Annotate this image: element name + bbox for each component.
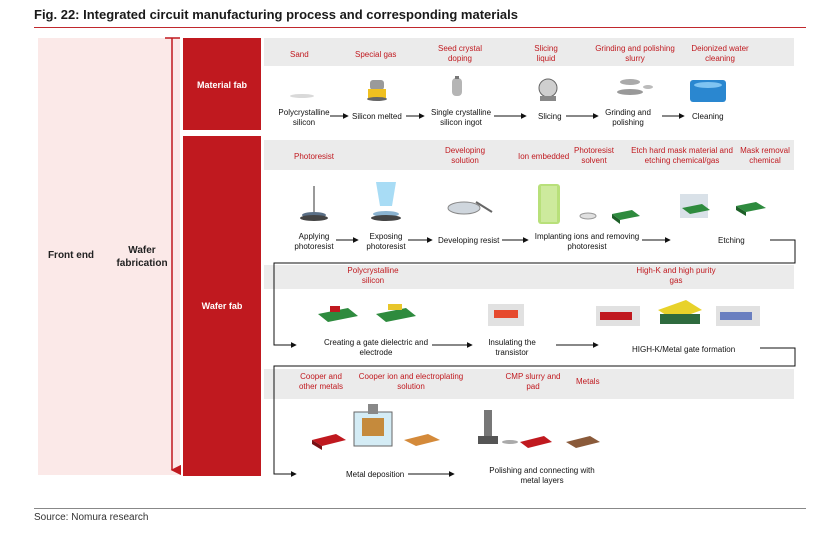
polished-layer-icon-1 (520, 436, 552, 448)
wafer-fab-label: Wafer fab (201, 301, 243, 311)
material-mask-removal: Mask removal chemical (740, 146, 790, 165)
row4-icons (312, 404, 600, 450)
row2-icons (300, 182, 766, 224)
material-cmp-slurry: CMP slurry and pad (505, 372, 561, 391)
material-fab-box: Material fab (183, 38, 261, 130)
step-etching: Etching (718, 236, 745, 245)
source-rule (34, 508, 806, 509)
wafer-fab-box: Wafer fab (183, 136, 261, 476)
metal-layer-icon (566, 436, 600, 448)
step-applying-photoresist: Applying photoresist (294, 232, 334, 251)
step-developing-resist: Developing resist (438, 236, 500, 245)
step-slicing: Slicing (538, 112, 562, 121)
title-rule (34, 27, 806, 28)
wafer-fabrication-label: Wafer fabrication (104, 244, 180, 270)
silicon-ingot-icon (452, 76, 462, 96)
row3-icons (318, 300, 760, 326)
implanting-ions-icon (538, 184, 560, 224)
step-cleaning: Cleaning (692, 112, 724, 121)
step-high-k-metal-gate: HIGH-K/Metal gate formation (632, 345, 736, 354)
row3-arrows (273, 342, 796, 477)
material-ion-embedded: Ion embedded (518, 152, 570, 161)
silicon-melt-icon (367, 80, 387, 101)
step-polishing-connecting: Polishing and connecting with metal laye… (489, 466, 595, 485)
step-metal-deposition: Metal deposition (346, 470, 405, 479)
material-high-k-gas: High-K and high purity gas (636, 266, 716, 285)
material-metals: Metals (576, 377, 600, 386)
material-fab-label: Material fab (196, 80, 247, 90)
copper-layer-icon-2 (404, 434, 440, 446)
material-photoresist: Photoresist (294, 152, 335, 161)
removing-photoresist-icon (579, 210, 640, 224)
step-single-crystalline-ingot: Single crystalline silicon ingot (430, 108, 492, 127)
row2-arrows (273, 237, 796, 348)
cleaning-icon (690, 80, 726, 102)
high-k-metal-gate-icon-3 (716, 306, 760, 326)
material-seed-crystal-doping: Seed crystal doping (437, 44, 483, 63)
material-cooper-metals: Cooper and other metals (298, 372, 344, 391)
row1-icons (290, 76, 726, 102)
wafer-fabrication-panel (104, 38, 180, 475)
gate-dielectric-icon-1 (318, 306, 358, 322)
material-developing-solution: Developing solution (444, 146, 486, 165)
materials-band-4 (264, 369, 794, 399)
materials-band-3 (264, 265, 794, 289)
cmp-tool-icon (478, 410, 518, 444)
step-polycrystalline-silicon: Polycrystalline silicon (278, 108, 330, 127)
materials-band-2 (264, 140, 794, 170)
material-deionized-water: Deionized water cleaning (691, 44, 749, 63)
step-exposing-photoresist: Exposing photoresist (366, 232, 406, 251)
exposing-photoresist-icon (371, 182, 401, 221)
insulating-transistor-icon (488, 304, 524, 326)
copper-layer-icon-1 (312, 434, 346, 450)
material-grinding-slurry: Grinding and polishing slurry (595, 44, 675, 63)
applying-photoresist-icon (300, 186, 328, 221)
material-photoresist-solvent: Photoresist solvent (573, 146, 615, 165)
sand-icon (290, 94, 314, 98)
materials-band-1 (264, 38, 794, 66)
step-grinding-polishing: Grinding and polishing (605, 108, 651, 127)
step-implanting-ions: Implanting ions and removing photoresist (534, 232, 640, 251)
material-polycrystalline-silicon: Polycrystalline silicon (347, 266, 399, 285)
step-gate-dielectric-electrode: Creating a gate dielectric and electrode (323, 338, 429, 357)
material-slicing-liquid: Slicing liquid (534, 44, 558, 63)
developing-resist-icon (447, 201, 493, 215)
wafer-fabrication-label-text: Wafer fabrication (116, 245, 168, 269)
slicing-icon (538, 78, 558, 101)
material-electroplating-solution: Cooper ion and electroplating solution (358, 372, 464, 391)
front-end-label: Front end (47, 250, 95, 261)
front-end-panel (38, 38, 104, 475)
source-note: Source: Nomura research (34, 512, 149, 523)
gate-electrode-icon-2 (376, 304, 416, 322)
grinding-icon (617, 79, 653, 95)
step-insulating-transistor: Insulating the transistor (488, 338, 536, 357)
etching-icon (680, 194, 766, 218)
material-sand: Sand (290, 50, 309, 59)
material-special-gas: Special gas (355, 50, 397, 59)
high-k-metal-gate-icon-2 (658, 300, 702, 324)
high-k-metal-gate-icon-1 (596, 306, 640, 326)
vertical-timeline-arrow (165, 37, 182, 476)
figure-title: Fig. 22: Integrated circuit manufacturin… (34, 7, 518, 22)
electroplating-tank-icon (353, 404, 393, 447)
step-silicon-melted: Silicon melted (352, 112, 402, 121)
material-etch-hard-mask: Etch hard mask material and etching chem… (631, 146, 733, 165)
